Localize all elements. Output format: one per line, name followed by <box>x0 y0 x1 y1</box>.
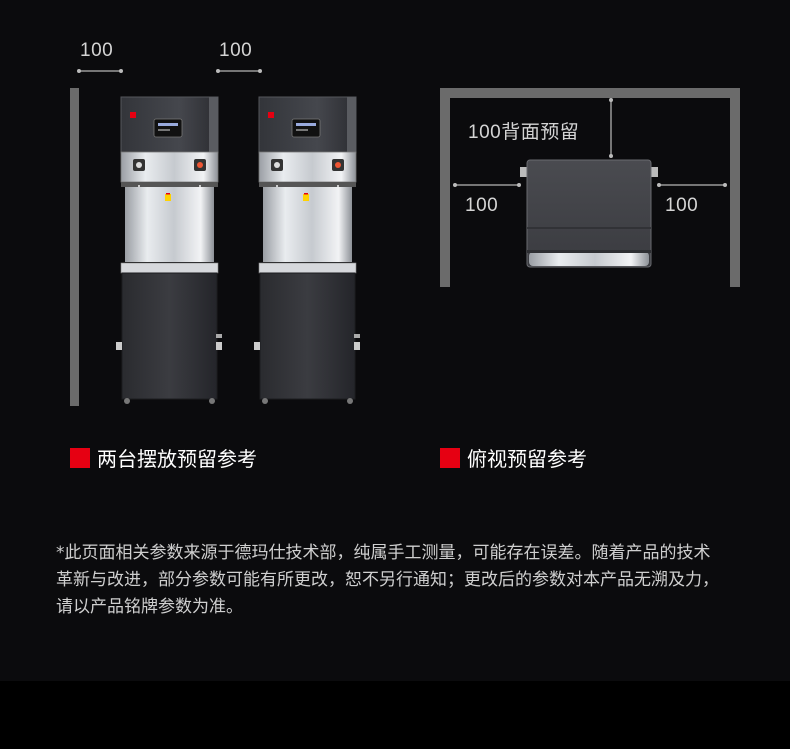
top-right-gap-label: 100 <box>665 195 699 216</box>
disclaimer-line-3: 请以产品铭牌参数为准。 <box>56 597 243 617</box>
water-dispenser-left <box>116 96 222 404</box>
disclaimer-text: *此页面相关参数来源于德玛仕技术部，纯属手工测量，可能存在误差。随着产品的技术 … <box>56 540 746 621</box>
top-view-caption: 俯视预留参考 <box>440 443 587 472</box>
top-view-walls <box>440 88 740 287</box>
footer-band <box>0 681 790 749</box>
dimension-line-back-gap <box>609 98 613 158</box>
disclaimer-line-1: *此页面相关参数来源于德玛仕技术部，纯属手工测量，可能存在误差。随着产品的技术 <box>56 543 711 563</box>
dimension-line-top-left-gap <box>453 183 521 187</box>
disclaimer-line-2: 革新与改进，部分参数可能有所更改，恕不另行通知；更改后的参数对本产品无溯及力， <box>56 570 719 590</box>
top-back-gap-label: 100背面预留 <box>468 122 580 143</box>
front-left-gap-label: 100 <box>80 40 114 61</box>
front-middle-gap-label: 100 <box>219 40 253 61</box>
red-square-marker <box>440 447 460 468</box>
water-dispenser-top-view <box>520 159 658 268</box>
dimension-line-left-gap <box>77 69 123 73</box>
diagram-graphics <box>70 69 740 406</box>
installation-reference-panel: 100 100 100背面预留 100 100 两台摆放预留参考 俯视预留参考 … <box>0 0 790 681</box>
red-square-marker <box>70 447 90 468</box>
left-wall <box>70 88 79 406</box>
front-view-caption: 两台摆放预留参考 <box>70 443 257 472</box>
dimension-line-top-right-gap <box>657 183 727 187</box>
front-view-caption-text: 两台摆放预留参考 <box>97 447 257 471</box>
top-left-gap-label: 100 <box>465 195 499 216</box>
water-dispenser-right <box>254 96 360 404</box>
top-view-caption-text: 俯视预留参考 <box>467 447 587 471</box>
dimension-line-middle-gap <box>216 69 262 73</box>
